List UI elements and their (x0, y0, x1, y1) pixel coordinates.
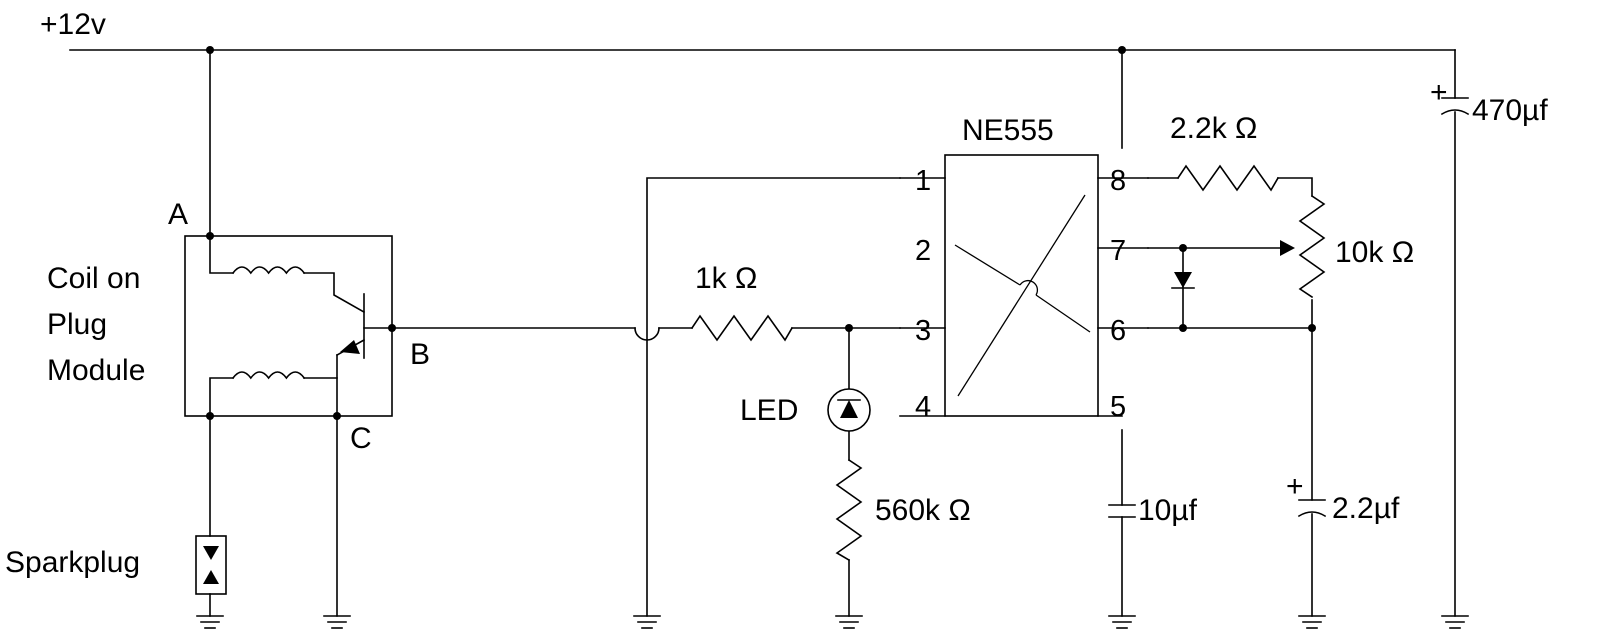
led-triangle (840, 400, 858, 418)
c-supply-label: 470µf (1472, 94, 1548, 127)
ic-body (944, 154, 1099, 417)
led-label: LED (740, 394, 798, 427)
module-label-line1: Coil on (47, 262, 140, 295)
pin-8-label: 8 (1110, 165, 1126, 197)
ground-c22 (1298, 615, 1326, 629)
c-control-label: 10µf (1138, 494, 1198, 527)
diode-triangle (1174, 272, 1192, 288)
terminal-a-label: A (168, 198, 188, 231)
resistor-560k (835, 458, 863, 562)
pin-4-label: 4 (915, 391, 931, 423)
c470-plate-bottom (1440, 109, 1470, 116)
pin-2-label: 2 (915, 235, 931, 267)
junction-rail-left (206, 46, 214, 54)
ground-led (835, 615, 863, 629)
sparkplug-box (195, 535, 227, 595)
pin-1-label: 1 (915, 165, 931, 197)
diode-7-6 (1171, 272, 1195, 289)
sparkplug (195, 535, 227, 595)
resistor-10k-pot (1298, 194, 1326, 299)
junction-dots (206, 46, 1316, 420)
ic-diagonal-b (957, 194, 1086, 397)
c-timing-plus: + (1286, 470, 1304, 503)
coils (231, 266, 306, 380)
sparkplug-arrow-up (203, 570, 219, 584)
c-supply-plus: + (1430, 76, 1448, 109)
led-circle (827, 388, 871, 432)
terminal-b-label: B (410, 338, 430, 371)
junction-b (388, 324, 396, 332)
wire-coil1-to-collector (303, 272, 366, 314)
module-label-line2: Plug (47, 308, 107, 341)
resistors (690, 164, 1326, 562)
ground-c470 (1441, 615, 1469, 629)
junction-a (206, 232, 214, 240)
led (827, 388, 871, 432)
junction-rail-pin8 (1118, 46, 1126, 54)
r-base-label: 1k Ω (695, 262, 757, 295)
coil-secondary (231, 371, 306, 380)
supply-label: +12v (40, 8, 106, 41)
junction-pin6-diode (1179, 324, 1187, 332)
pin-7-label: 7 (1110, 235, 1126, 267)
pin-6-label: 6 (1110, 315, 1126, 347)
c-timing-label: 2.2µf (1332, 492, 1400, 525)
terminal-c-label: C (350, 422, 372, 455)
junction-c (333, 412, 341, 420)
junction-module-bottom (206, 412, 214, 420)
r-timing-1-label: 2.2k Ω (1170, 112, 1257, 145)
module-box (184, 235, 393, 417)
text-labels: +12v NE555 Coil on Plug Module A B C Spa… (5, 8, 1548, 579)
module-label-line3: Module (47, 354, 145, 387)
pin-3-label: 3 (915, 315, 931, 347)
resistor-1k (690, 314, 794, 342)
ground-sparkplug (196, 615, 224, 629)
junction-pin6-pot (1308, 324, 1316, 332)
grounds (196, 615, 1469, 629)
transistor-emitter-leg (335, 338, 366, 357)
r-led-label: 560k Ω (875, 494, 971, 527)
wire-pin1-to-ground (646, 177, 901, 617)
sparkplug-arrow-down (203, 546, 219, 560)
junction-led-node (845, 324, 853, 332)
ic-name-label: NE555 (962, 114, 1054, 147)
junction-pin7 (1179, 244, 1187, 252)
wire-a-to-coil1 (209, 235, 234, 274)
ground-pin1 (633, 615, 661, 629)
ne555-ic (944, 154, 1099, 417)
ic-diagonal-hop (1019, 279, 1039, 296)
coil-primary (231, 266, 306, 275)
ic-diagonal-a1 (954, 244, 1021, 286)
wire-r2k2-to-pot (1277, 177, 1313, 197)
ic-diagonal-a2 (1035, 294, 1091, 333)
pot-wiper-arrow (1280, 240, 1295, 256)
r-pot-label: 10k Ω (1335, 236, 1414, 269)
ground-c10 (1108, 615, 1136, 629)
resistor-2k2 (1176, 164, 1280, 192)
c22-plate-bottom (1297, 511, 1327, 518)
pin-5-label: 5 (1110, 391, 1126, 423)
sparkplug-label: Sparkplug (5, 546, 140, 579)
wire-bottom-to-coil2 (209, 377, 234, 417)
capacitors (1108, 97, 1470, 518)
ground-module-c (323, 615, 351, 629)
